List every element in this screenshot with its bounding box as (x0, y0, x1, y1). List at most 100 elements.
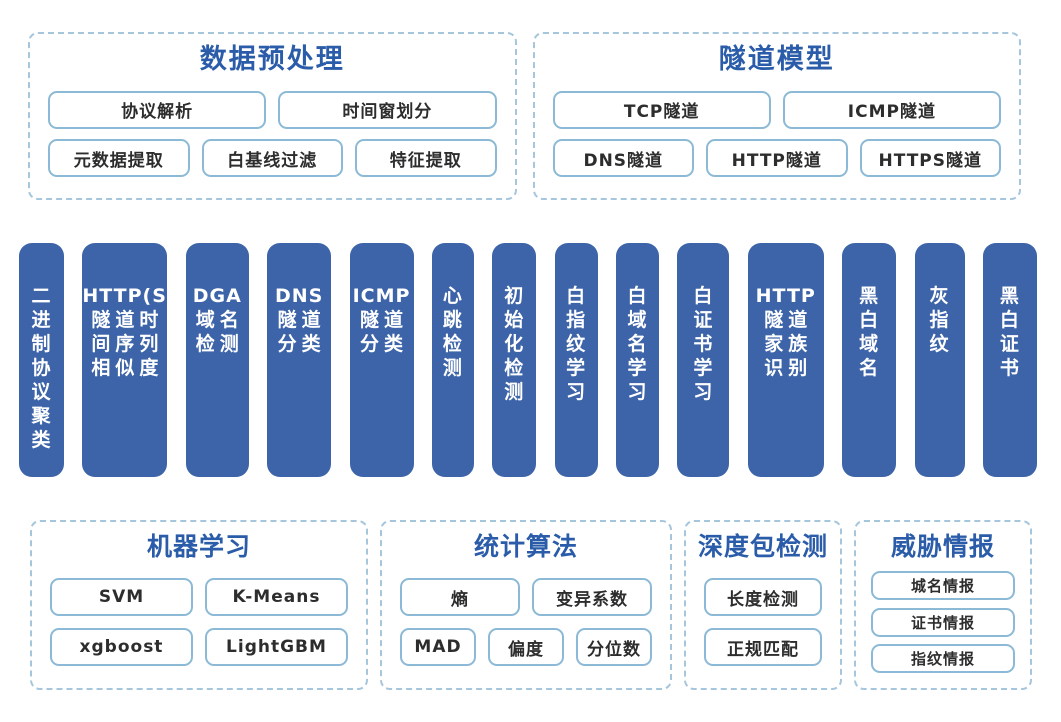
chip-row: 城名情报 (871, 571, 1015, 601)
pillar-line: 间序列 (91, 333, 164, 355)
pillar-line: 习 (693, 381, 714, 403)
pillar-line: 书 (999, 357, 1020, 379)
module-chip: HTTP隧道 (706, 139, 848, 178)
pillar-line: 黑 (859, 285, 880, 307)
pillar-line: 相似度 (91, 357, 164, 379)
pillar-line: 检 (504, 357, 525, 379)
chip-row: SVM K-Means (50, 578, 348, 616)
pillar-line: 二 (31, 285, 52, 307)
pillar-line: 域名 (195, 309, 244, 331)
pillar-line: 白 (693, 285, 714, 307)
module-chip: 城名情报 (871, 571, 1015, 601)
pillar-white-domain-learning: 白域名学习 (616, 243, 659, 477)
deep-packet-inspection-section: 深度包检测长度检测正规匹配 (684, 520, 842, 690)
module-chip: 分位数 (576, 628, 652, 666)
pillar-line: 隧道 (764, 309, 813, 331)
module-chip: 元数据提取 (48, 139, 190, 178)
pillar-black-white-domain: 黑白域名 (842, 243, 897, 477)
pillar-line: 隧道 (277, 309, 326, 331)
pillar-line: 议 (31, 381, 52, 403)
module-chip: MAD (400, 628, 476, 666)
chip-row: 指纹情报 (871, 643, 1015, 673)
chip-rows: 长度检测正规匹配 (686, 562, 840, 688)
chip-row: 元数据提取白基线过滤特征提取 (48, 139, 497, 178)
pillar-line: 化 (504, 333, 525, 355)
module-chip: 特征提取 (355, 139, 497, 178)
chip-row: 协议解析时间窗划分 (48, 90, 497, 129)
pillar-https-tunnel-time-series-similarity: HTTP(S)隧道时间序列相似度 (82, 243, 176, 477)
data-preprocessing-section: 数据预处理协议解析时间窗划分元数据提取白基线过滤特征提取 (28, 32, 517, 200)
pillar-line: DGA (192, 285, 242, 307)
module-chip: 协议解析 (48, 90, 267, 129)
pillar-line: 证 (999, 333, 1020, 355)
pillar-line: 灰 (929, 285, 950, 307)
pillar-line: 家族 (764, 333, 813, 355)
pillar-line: 名 (859, 357, 880, 379)
pillar-line: 白 (627, 285, 648, 307)
pillar-line: 学 (627, 357, 648, 379)
section-title: 威胁情报 (890, 532, 995, 561)
module-chip: LightGBM (205, 628, 348, 666)
pillar-line: 纹 (566, 333, 587, 355)
pillar-line: HTTP (755, 285, 816, 307)
pillar-line: 始 (504, 309, 525, 331)
pillar-line: 白 (566, 285, 587, 307)
pillar-line: 习 (566, 381, 587, 403)
module-chip: 指纹情报 (871, 643, 1015, 673)
pillar-white-fingerprint-learning: 白指纹学习 (554, 243, 598, 477)
module-chip: HTTPS隧道 (859, 139, 1001, 178)
pillar-line: 指 (929, 309, 950, 331)
pillar-line: 类 (31, 429, 52, 451)
pillar-line: 白 (859, 309, 880, 331)
pillar-line: 心 (442, 285, 463, 307)
module-chip: 白基线过滤 (201, 139, 343, 178)
pillar-line: 初 (504, 285, 525, 307)
pillar-line: 测 (504, 381, 525, 403)
pillar-line: 黑 (999, 285, 1020, 307)
pillar-line: 检测 (195, 333, 244, 355)
pillar-line: 学 (566, 357, 587, 379)
chip-row: 长度检测 (704, 578, 822, 616)
pillar-line: 隧道 (359, 309, 408, 331)
pillar-line: 证 (693, 309, 714, 331)
pillar-line: 进 (31, 309, 52, 331)
module-chip: 时间窗划分 (278, 90, 497, 129)
chip-rows: 协议解析时间窗划分元数据提取白基线过滤特征提取 (30, 76, 515, 198)
pillar-line: 域 (859, 333, 880, 355)
pillar-line: 分类 (277, 333, 326, 355)
pillar-line: 名 (627, 333, 648, 355)
pillar-heartbeat-detection: 心跳检测 (431, 243, 474, 477)
section-title: 机器学习 (146, 532, 251, 561)
module-chip: K-Means (205, 578, 348, 616)
module-chip: 正规匹配 (704, 628, 822, 666)
pillar-line: 学 (693, 357, 714, 379)
module-chip: SVM (50, 578, 193, 616)
pillar-binary-protocol-clustering: 二进制协议聚类 (19, 243, 64, 477)
pillar-line: 识别 (764, 357, 813, 379)
chip-row: 熵变异系数 (400, 578, 652, 616)
pillar-line: 跳 (442, 309, 463, 331)
pillar-line: ICMP (352, 285, 411, 307)
module-chip: 长度检测 (704, 578, 822, 616)
threat-intelligence-section: 威胁情报城名情报证书情报指纹情报 (854, 520, 1032, 690)
pillar-line: 白 (999, 309, 1020, 331)
pillar-initialization-detection: 初始化检测 (492, 243, 537, 477)
pillar-white-certificate-learning: 白证书学习 (677, 243, 730, 477)
